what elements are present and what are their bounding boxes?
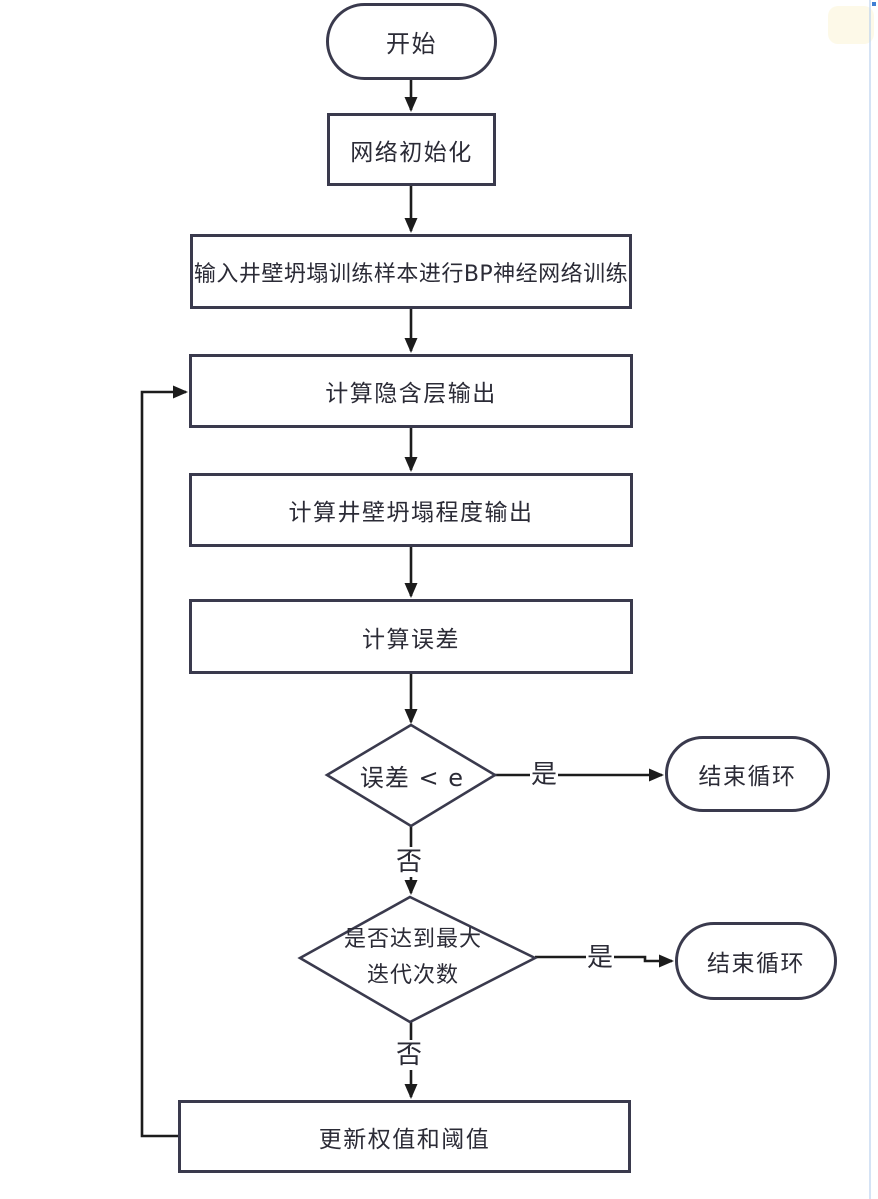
update-weights-label: 更新权值和阈值 [318, 1126, 491, 1153]
hidden-layer-output-box: 计算隐含层输出 [189, 354, 633, 428]
error-check-diamond [324, 723, 498, 828]
max-iteration-line1: 是否达到最大 [343, 927, 482, 952]
no-label-2: 否 [395, 1040, 424, 1070]
scan-smudge [828, 6, 874, 44]
yes-label-2: 是 [586, 943, 615, 973]
error-check-label: 误差 < e [359, 763, 465, 792]
scan-edge-line [869, 0, 871, 1199]
no-label-1: 否 [395, 847, 424, 877]
calc-error-box: 计算误差 [189, 599, 633, 674]
no-label-2-text: 否 [396, 1040, 423, 1070]
collapse-degree-output-label: 计算井壁坍塌程度输出 [288, 500, 534, 526]
max-iteration-diamond [297, 895, 538, 1024]
network-init-label: 网络初始化 [350, 139, 473, 166]
max-iteration-line2: 迭代次数 [366, 963, 459, 988]
feedback-loop-connector [140, 385, 188, 1138]
collapse-degree-output-box: 计算井壁坍塌程度输出 [189, 473, 633, 547]
end-loop-1-label: 结束循环 [698, 764, 797, 790]
error-check-text: 误差 < e [337, 748, 487, 802]
input-sample-box: 输入井壁坍塌训练样本进行BP神经网络训练 [190, 234, 632, 309]
end-loop-node-1: 结束循环 [665, 736, 830, 812]
hidden-layer-output-label: 计算隐含层输出 [325, 381, 497, 407]
update-weights-box: 更新权值和阈值 [178, 1100, 631, 1173]
network-init-box: 网络初始化 [327, 113, 496, 186]
calc-error-label: 计算误差 [362, 626, 460, 653]
end-loop-2-label: 结束循环 [707, 951, 805, 977]
yes-label-1: 是 [530, 760, 559, 790]
input-sample-label: 输入井壁坍塌训练样本进行BP神经网络训练 [193, 261, 629, 287]
max-iteration-text: 是否达到最大 迭代次数 [310, 910, 516, 1006]
start-node: 开始 [326, 3, 497, 80]
yes-label-1-text: 是 [531, 760, 558, 790]
yes-label-2-text: 是 [587, 943, 614, 973]
no-label-1-text: 否 [396, 847, 423, 877]
scan-dot [872, 2, 876, 6]
end-loop-node-2: 结束循环 [675, 922, 837, 1000]
start-node-label: 开始 [386, 30, 437, 58]
